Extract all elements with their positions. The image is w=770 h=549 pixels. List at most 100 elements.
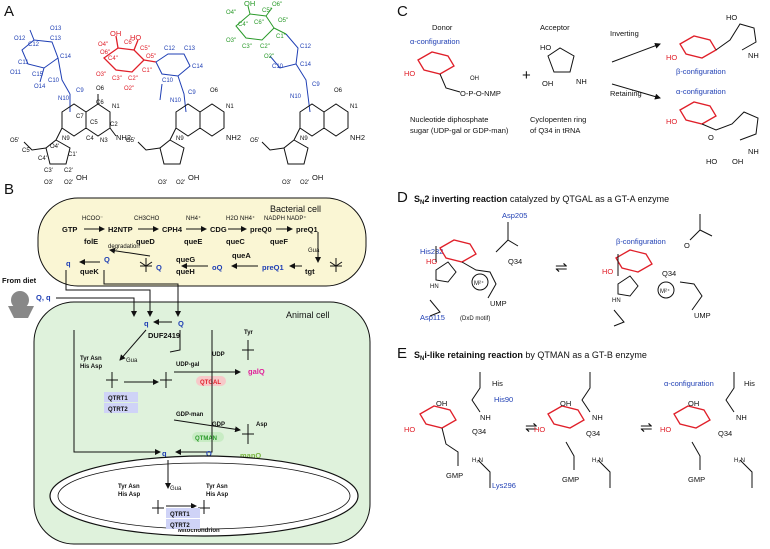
bacterial-cell-label: Bacterial cell: [270, 204, 321, 214]
e-gmp-3: GMP: [688, 475, 705, 484]
e-q34-3: Q34: [718, 429, 732, 438]
beta-product-ho: HO: [666, 53, 677, 62]
donor-desc-2: sugar (UDP-gal or GDP-man): [410, 126, 509, 135]
atom-c1pp: C1'': [142, 68, 152, 74]
e-oh-3: OH: [688, 399, 699, 408]
enzyme-quea: queA: [232, 251, 251, 260]
e-gmp-1: GMP: [446, 471, 463, 480]
enzyme-queh: queH: [176, 267, 195, 276]
atom-o3p-m2: O3': [158, 180, 167, 186]
atom-c10-m2: C10: [162, 78, 174, 84]
qtrt1-mito-box: [166, 508, 200, 518]
atom-c6pp: C6'': [124, 40, 134, 46]
atom-o6pp-g: O6'': [272, 2, 282, 8]
e-oh-2: OH: [560, 399, 571, 408]
atom-o5pp: O5'': [146, 54, 156, 60]
qtrt2-label: QTRT2: [108, 407, 128, 413]
atom-nh2: NH2: [116, 133, 131, 142]
salvage-pathway: Gua tgt preQ1 queA oQ queG queH Q degrad…: [66, 232, 343, 276]
panel-label-a: A: [4, 3, 14, 20]
tyr-asn-label: Tyr Asn: [80, 356, 102, 362]
diet-food-icon: [11, 291, 29, 309]
atom-oh-g: OH: [244, 0, 255, 8]
atom-o11: O11: [10, 70, 22, 76]
atom-o2p-m2: O2': [176, 180, 185, 186]
atom-o14: O14: [34, 84, 46, 90]
beta-config-label: β-configuration: [676, 67, 726, 76]
tyr-asn-mito-2: Tyr Asn: [206, 484, 228, 490]
d-sugar-2: [615, 249, 653, 273]
gua-cyto: Gua: [126, 358, 138, 364]
cofactor-formate: HCOO⁻: [82, 216, 103, 222]
atom-o4p: O4': [50, 144, 59, 150]
atom-o6-m2: O6: [210, 88, 219, 94]
d-ump-1: UMP: [490, 299, 507, 308]
e-h2n-1: H₂N: [472, 458, 483, 464]
atom-c6pp-g: C6'': [254, 20, 264, 26]
e-sugar-1: [419, 405, 457, 429]
atom-o5pp-g: O5'': [278, 18, 288, 24]
degradation-label: degradation: [108, 244, 140, 250]
e-oh-1: OH: [436, 399, 447, 408]
atom-c15: C15: [32, 72, 44, 78]
donor-ho: HO: [404, 69, 415, 78]
atom-o4pp: O4'': [98, 42, 108, 48]
panel-e-title: SNi-like retaining reaction by QTMAN as …: [414, 350, 647, 362]
d-ho-2: HO: [602, 267, 613, 276]
atom-o3pp: O3'': [96, 72, 106, 78]
atom-c4: C4: [86, 136, 94, 142]
enzyme-tgt: tgt: [305, 267, 315, 276]
asp205-label: Asp205: [502, 211, 527, 220]
atom-nh2-m2: NH2: [226, 133, 241, 142]
trna-icon-6: [242, 424, 254, 444]
atom-n10-m3: N10: [290, 94, 302, 100]
manq-label: manQ: [240, 451, 261, 460]
panel-label-d: D: [397, 189, 408, 206]
panel-d: SN2 inverting reaction catalyzed by QTGA…: [414, 194, 713, 327]
e-sugar-3: [673, 405, 711, 429]
tyr-label: Tyr: [244, 330, 254, 336]
galq-structure: O4'' C4'' OH HO O3'' C3'' C2'' O2'' C1''…: [96, 29, 241, 186]
e-ho-2: HO: [534, 425, 545, 434]
atom-o12: O12: [14, 36, 26, 42]
atom-c12-m2: C12: [164, 46, 176, 52]
e-ho-3: HO: [660, 425, 671, 434]
q-small-cyto: q: [144, 319, 149, 328]
atom-c13: C13: [50, 36, 62, 42]
enzyme-queg: queG: [176, 255, 195, 264]
atom-n1-m3: N1: [350, 104, 358, 110]
atom-c14-m3: C14: [300, 62, 312, 68]
atom-n10-m2: N10: [170, 98, 182, 104]
cdg: CDG: [210, 225, 227, 234]
beta-product-nh: NH: [748, 51, 759, 60]
atom-o3p-m3: O3': [282, 180, 291, 186]
qtgal-label: QTGAL: [200, 380, 221, 386]
mito-pathway: Gua Tyr Asn His Asp Tyr Asn His Asp QTRT…: [118, 460, 228, 529]
asp-label: Asp: [256, 422, 268, 428]
atom-c2pp: C2'': [128, 76, 138, 82]
enzyme-quec: queC: [226, 237, 245, 246]
d-q34-2: Q34: [662, 269, 676, 278]
udp-label: UDP: [212, 352, 225, 358]
q-trna: Q: [156, 263, 162, 272]
qtrt1-label: QTRT1: [108, 396, 128, 402]
atom-n10: N10: [58, 96, 70, 102]
h2ntp: H2NTP: [108, 225, 133, 234]
mitochondrion: [49, 455, 359, 537]
d-beta-config: β-configuration: [616, 237, 666, 246]
alpha-product-o: O: [708, 133, 714, 142]
gdp-man-label: GDP-man: [176, 412, 204, 418]
atom-oh-m2: OH: [188, 173, 199, 182]
gtp: GTP: [62, 225, 77, 234]
atom-c12-m3: C12: [300, 44, 312, 50]
atom-c4pp-g: C4'': [238, 22, 248, 28]
atom-c14: C14: [60, 54, 72, 60]
atom-c3pp: C3'': [112, 76, 122, 82]
galq-label: galQ: [248, 367, 265, 376]
retaining-label: Retaining: [610, 89, 642, 98]
q-big-bact: Q: [104, 255, 110, 264]
cofactor-acetaldehyde: CH3CHO: [134, 216, 160, 222]
atom-c9-m3: C9: [312, 82, 320, 88]
qtman-box: [192, 432, 224, 442]
panel-label-e: E: [397, 345, 407, 362]
